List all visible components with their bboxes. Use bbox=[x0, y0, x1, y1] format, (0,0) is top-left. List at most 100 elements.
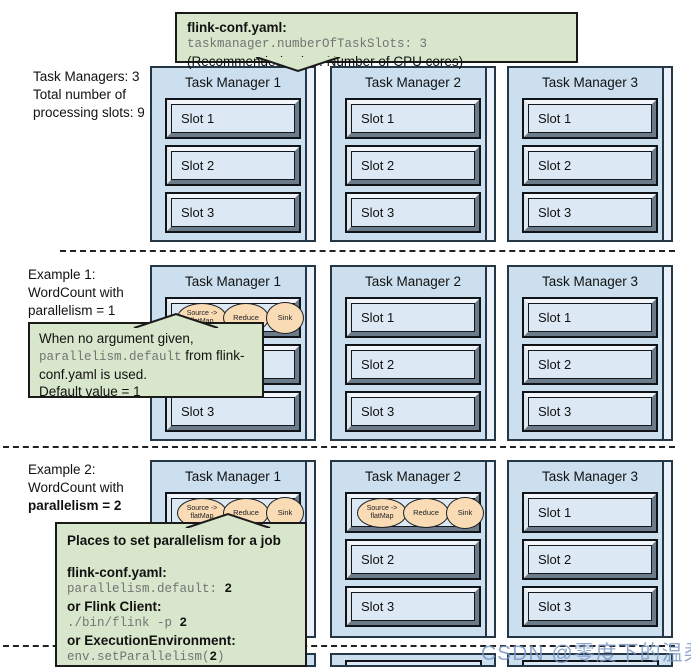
slot-2: Slot 2 bbox=[345, 539, 481, 580]
slot-1: Slot 1 bbox=[522, 297, 658, 338]
slot-stack: Slot 1 Slot 2 Slot 3 bbox=[165, 98, 301, 239]
task-label: flatMap bbox=[190, 512, 214, 520]
slot-3: Slot 3 bbox=[345, 391, 481, 432]
set-parallelism-note: Places to set parallelism for a job flin… bbox=[55, 512, 307, 667]
slot-2: Slot 2 bbox=[345, 145, 481, 186]
code-value: 2 bbox=[209, 650, 218, 664]
slot-1: Slot 1 bbox=[165, 98, 301, 139]
code-text: ./bin/flink -p bbox=[67, 616, 180, 630]
tm-side-face bbox=[662, 68, 671, 240]
note2-s1-label: flink-conf.yaml: bbox=[67, 565, 167, 580]
slot-2: Slot 2 bbox=[522, 344, 658, 385]
slot-label: Slot 3 bbox=[538, 404, 572, 419]
slot-label: Slot 1 bbox=[361, 310, 395, 325]
slot-2: Slot 2 bbox=[345, 344, 481, 385]
slot-3: Slot 3 bbox=[522, 192, 658, 233]
row1-task-manager-3: Task Manager 3 Slot 1 Slot 2 Slot 3 bbox=[507, 66, 673, 242]
slot-1-with-tasks: Source ->flatMap Reduce Sink bbox=[345, 492, 484, 533]
task-manager-title: Task Manager 3 bbox=[541, 469, 639, 484]
slot-2: Slot 2 bbox=[522, 539, 658, 580]
row2-task-manager-2: Task Manager 2 Slot 1 Slot 2 Slot 3 bbox=[330, 265, 496, 441]
note2-s1-code: parallelism.default: 2 bbox=[67, 581, 295, 598]
slot-2: Slot 2 bbox=[165, 145, 301, 186]
slot-stack: Slot 1 Slot 2 Slot 3 bbox=[345, 98, 481, 239]
row-divider-3 bbox=[3, 645, 675, 647]
slot-label: Slot 2 bbox=[538, 357, 572, 372]
task-manager-title: Task Manager 2 bbox=[364, 469, 462, 484]
tm-side-face bbox=[305, 68, 314, 240]
slot-label: Slot 2 bbox=[361, 552, 395, 567]
task-manager-title: Task Manager 2 bbox=[364, 75, 462, 90]
slot-label: Slot 2 bbox=[538, 552, 572, 567]
slot-label: Slot 1 bbox=[181, 111, 215, 126]
tm-side-face bbox=[485, 462, 494, 636]
row2-label: Example 1: WordCount with parallelism = … bbox=[28, 266, 124, 320]
slot-label: Slot 1 bbox=[538, 310, 572, 325]
note-comment: (Recommended value: Number of CPU cores) bbox=[187, 54, 464, 69]
partial-slot bbox=[345, 660, 482, 665]
note1-code: parallelism.default bbox=[39, 350, 182, 364]
slot-3: Slot 3 bbox=[522, 586, 658, 627]
slot-3: Slot 3 bbox=[345, 586, 481, 627]
row3-label: Example 2: WordCount with parallelism = … bbox=[28, 461, 124, 515]
row2-task-manager-3: Task Manager 3 Slot 1 Slot 2 Slot 3 bbox=[507, 265, 673, 441]
slot-label: Slot 3 bbox=[361, 599, 395, 614]
row1-label: Task Managers: 3 Total number of process… bbox=[33, 68, 145, 122]
note1-line1: When no argument given, bbox=[39, 331, 194, 346]
task-label: flatMap bbox=[370, 512, 394, 520]
task-label: Source -> bbox=[366, 504, 398, 512]
row2-label-line1: Example 1: bbox=[28, 267, 96, 282]
slot-label: Slot 1 bbox=[538, 111, 572, 126]
note1-line2-rest: from flink- bbox=[181, 348, 245, 363]
partial-task-manager-2 bbox=[330, 653, 496, 667]
task-label: flatMap bbox=[190, 317, 214, 325]
tm-side-face bbox=[485, 68, 494, 240]
slot-label: Slot 2 bbox=[538, 158, 572, 173]
code-text: ) bbox=[217, 650, 225, 664]
row1-label-line1: Task Managers: 3 bbox=[33, 69, 140, 84]
row1-task-manager-2: Task Manager 2 Slot 1 Slot 2 Slot 3 bbox=[330, 66, 496, 242]
row-divider-2 bbox=[3, 446, 675, 448]
tm-side-face bbox=[305, 267, 314, 439]
task-label: Source -> bbox=[186, 309, 218, 317]
task-manager-title: Task Manager 2 bbox=[364, 274, 462, 289]
slot-label: Slot 1 bbox=[538, 505, 572, 520]
tm-side-face bbox=[662, 462, 671, 636]
slot-2: Slot 2 bbox=[522, 145, 658, 186]
slot-label: Slot 1 bbox=[361, 111, 395, 126]
slot-1: Slot 1 bbox=[345, 297, 481, 338]
slot-label: Slot 3 bbox=[361, 404, 395, 419]
task-label: Source -> bbox=[186, 504, 218, 512]
slot-label: Slot 3 bbox=[181, 205, 215, 220]
slot-3: Slot 3 bbox=[522, 391, 658, 432]
code-value: 2 bbox=[224, 582, 233, 596]
note2-s3-code: env.setParallelism(2) bbox=[67, 649, 295, 666]
slot-label: Slot 2 bbox=[181, 158, 215, 173]
slot-label: Slot 3 bbox=[538, 599, 572, 614]
row1-label-line2: Total number of bbox=[33, 87, 127, 102]
note2-s3-label: or ExecutionEnvironment: bbox=[67, 633, 236, 648]
slot-label: Slot 3 bbox=[181, 404, 215, 419]
slot-1: Slot 1 bbox=[345, 98, 481, 139]
note-pointer-down bbox=[255, 57, 341, 73]
code-text: env.setParallelism( bbox=[67, 650, 210, 664]
row3-task-manager-3: Task Manager 3 Slot 1 Slot 2 Slot 3 bbox=[507, 460, 673, 638]
flink-conf-note: flink-conf.yaml: taskmanager.numberOfTas… bbox=[175, 12, 578, 73]
row3-label-line1: Example 2: bbox=[28, 462, 96, 477]
slot-label: Slot 3 bbox=[361, 205, 395, 220]
slot-label: Slot 2 bbox=[361, 158, 395, 173]
task-sink: Sink bbox=[446, 496, 484, 529]
note2-heading: Places to set parallelism for a job bbox=[67, 533, 281, 548]
slot-label: Slot 2 bbox=[361, 357, 395, 372]
task-source-flatmap: Source ->flatMap bbox=[357, 497, 407, 528]
slot-stack: Slot 1 Slot 2 Slot 3 bbox=[345, 297, 481, 438]
note-pointer-up bbox=[185, 512, 271, 528]
slot-stack: Slot 1 Slot 2 Slot 3 bbox=[522, 98, 658, 239]
note1-line4: Default value = 1 bbox=[39, 384, 141, 399]
code-text: parallelism.default: bbox=[67, 582, 225, 596]
slot-1: Slot 1 bbox=[522, 492, 658, 533]
row3-label-line2: WordCount with bbox=[28, 480, 124, 495]
note2-s2-label: or Flink Client: bbox=[67, 599, 162, 614]
note1-line3: conf.yaml is used. bbox=[39, 367, 148, 382]
row3-label-line3: parallelism = 2 bbox=[28, 498, 122, 513]
